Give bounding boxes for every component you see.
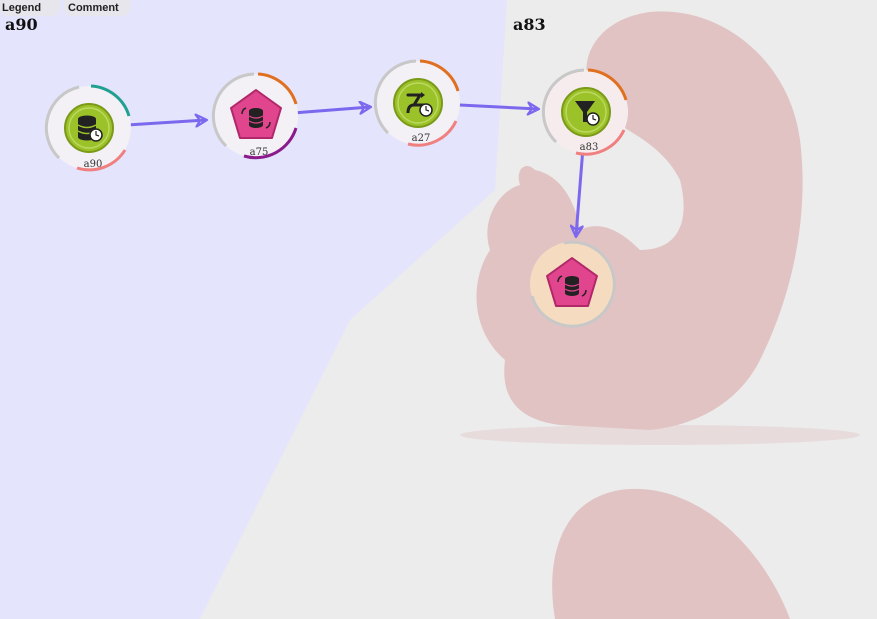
group-title-a83: a83 <box>513 15 546 34</box>
transform-clock-icon <box>406 92 433 117</box>
group-title-a90: a90 <box>5 15 38 34</box>
node-label-a90: a90 <box>84 159 103 170</box>
database-sync-icon <box>557 275 587 297</box>
node-label-a27: a27 <box>412 133 431 144</box>
node-a27[interactable]: a27 <box>373 59 460 147</box>
node-a75[interactable]: a75 <box>211 72 298 160</box>
group-a90-region[interactable] <box>0 0 507 619</box>
filter-clock-icon <box>575 101 600 126</box>
comment-button[interactable]: Comment <box>64 0 130 16</box>
node-a90[interactable]: a90 <box>44 84 131 172</box>
node-label-a83: a83 <box>580 142 599 153</box>
database-sync-icon <box>241 107 271 129</box>
node-a83[interactable]: a83 <box>541 68 628 156</box>
legend-button[interactable]: Legend <box>0 0 60 16</box>
database-clock-icon <box>77 115 103 142</box>
node-n5[interactable] <box>530 240 616 328</box>
node-label-a75: a75 <box>250 147 269 158</box>
